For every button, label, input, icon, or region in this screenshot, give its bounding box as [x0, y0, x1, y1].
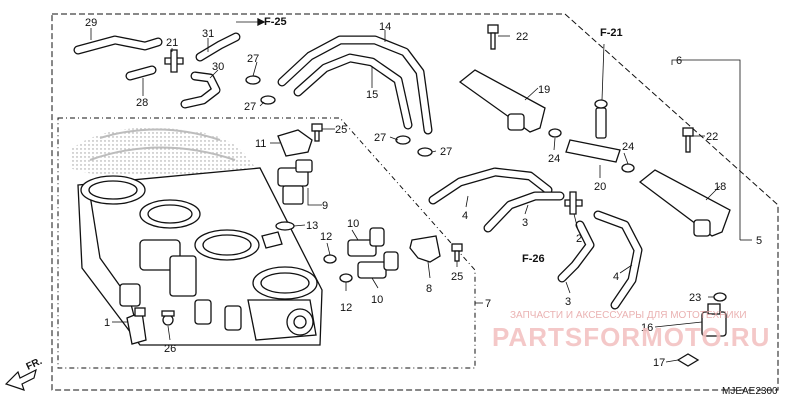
joint-part-21 — [164, 49, 184, 73]
leader-lines — [90, 28, 752, 363]
watermark: ЗАПЧАСТИ И АКСЕССУАРЫ ДЛЯ МОТОТЕХНИКИ PA… — [492, 310, 770, 352]
hose-part-14 — [277, 35, 433, 135]
hose-part-4-a — [428, 167, 553, 205]
callout-20: 20 — [594, 181, 606, 193]
callout-19: 19 — [538, 84, 550, 96]
callout-9: 9 — [322, 200, 328, 212]
reference-labels: F-25 F-21 F-26 — [236, 16, 623, 265]
hose-part-15 — [293, 53, 413, 130]
reference-f21: F-21 — [600, 27, 623, 39]
callout-12-b: 12 — [340, 302, 352, 314]
callout-6: 6 — [676, 55, 682, 67]
hose-part-31 — [195, 32, 241, 62]
callout-14: 14 — [379, 21, 391, 33]
callout-24-b: 24 — [622, 141, 634, 153]
clip-part-27-b — [260, 95, 276, 105]
callout-10-a: 10 — [347, 218, 359, 230]
o-ring-part-23 — [713, 292, 727, 302]
callout-11: 11 — [255, 138, 266, 150]
hose-part-30 — [180, 71, 221, 109]
bolt-part-25-b — [451, 243, 463, 262]
callout-22-b: 22 — [706, 131, 718, 143]
bolt-part-22-a — [487, 24, 499, 50]
callout-1: 1 — [104, 317, 110, 329]
o-ring-part-13 — [275, 221, 295, 231]
callout-24-a: 24 — [548, 153, 560, 165]
diagram-code: MJEAE2300 — [722, 386, 778, 397]
sensor-part-16 — [701, 303, 727, 337]
callout-28: 28 — [136, 97, 148, 109]
callout-22-a: 22 — [516, 31, 528, 43]
sensor-part-1 — [126, 307, 147, 345]
callout-16: 16 — [641, 322, 653, 334]
o-ring-part-24-b — [621, 163, 635, 173]
callout-23: 23 — [689, 292, 701, 304]
callout-18: 18 — [714, 181, 726, 193]
watermark-line2: PARTSFORMOTO.RU — [492, 322, 770, 352]
reference-f25: F-25 — [264, 16, 287, 28]
callout-27-b: 27 — [244, 101, 256, 113]
bracket-part-8 — [409, 235, 441, 263]
callout-27-c: 27 — [374, 132, 386, 144]
callout-7: 7 — [485, 298, 491, 310]
callout-2: 2 — [576, 233, 582, 245]
bolt-part-22-b — [682, 127, 694, 153]
bracket-part-11 — [277, 129, 313, 157]
reference-f26: F-26 — [522, 253, 545, 265]
bolt-part-25-a — [311, 123, 323, 142]
callout-8: 8 — [426, 283, 432, 295]
callout-27-d: 27 — [440, 146, 452, 158]
callout-10-b: 10 — [371, 294, 383, 306]
callout-26: 26 — [164, 343, 176, 355]
fuel-rail-part-18 — [638, 169, 731, 237]
bolt-part-17 — [676, 353, 700, 367]
clip-part-27-a — [245, 75, 261, 85]
hose-part-3-b — [557, 220, 595, 283]
callout-31: 31 — [202, 28, 214, 40]
sensor-part-9 — [277, 159, 313, 205]
clip-part-27-c — [395, 135, 411, 145]
callout-27-a: 27 — [247, 53, 259, 65]
callout-12-a: 12 — [320, 231, 332, 243]
callout-4-b: 4 — [613, 271, 619, 283]
callout-21: 21 — [166, 37, 178, 49]
hose-part-4-b — [593, 210, 643, 310]
callout-25-b: 25 — [451, 271, 463, 283]
washer-part-12-a — [323, 254, 337, 264]
fuel-rail-part-19 — [458, 69, 546, 133]
callout-17: 17 — [653, 357, 665, 369]
callout-labels: 29 21 31 30 28 27 27 14 15 27 27 25 11 9… — [85, 17, 762, 369]
callout-15: 15 — [366, 89, 378, 101]
washer-part-12-b — [339, 273, 353, 283]
callout-25-a: 25 — [335, 124, 347, 136]
callout-3-a: 3 — [522, 217, 528, 229]
throttle-body-assembly — [77, 167, 323, 346]
joint-part-2 — [564, 191, 583, 215]
screw-part-26 — [161, 310, 175, 326]
hose-part-28 — [125, 65, 157, 81]
front-direction-label: FR. — [25, 356, 44, 373]
watermark-line1: ЗАПЧАСТИ И АКСЕССУАРЫ ДЛЯ МОТОТЕХНИКИ — [510, 310, 747, 321]
callout-29: 29 — [85, 17, 97, 29]
callout-30: 30 — [212, 61, 224, 73]
front-direction-arrow: FR. — [4, 356, 44, 391]
callout-5: 5 — [756, 235, 762, 247]
outer-group-frame — [51, 13, 779, 391]
regulator-part-10-a — [347, 227, 385, 257]
hose-part-29 — [73, 35, 163, 55]
fuel-joint-part-20 — [565, 99, 621, 163]
hose-part-3-a — [483, 191, 565, 233]
callout-4-a: 4 — [462, 210, 468, 222]
callout-3-b: 3 — [565, 296, 571, 308]
o-ring-part-24-a — [548, 128, 562, 138]
clip-part-27-d — [417, 147, 433, 157]
callout-13: 13 — [306, 220, 318, 232]
